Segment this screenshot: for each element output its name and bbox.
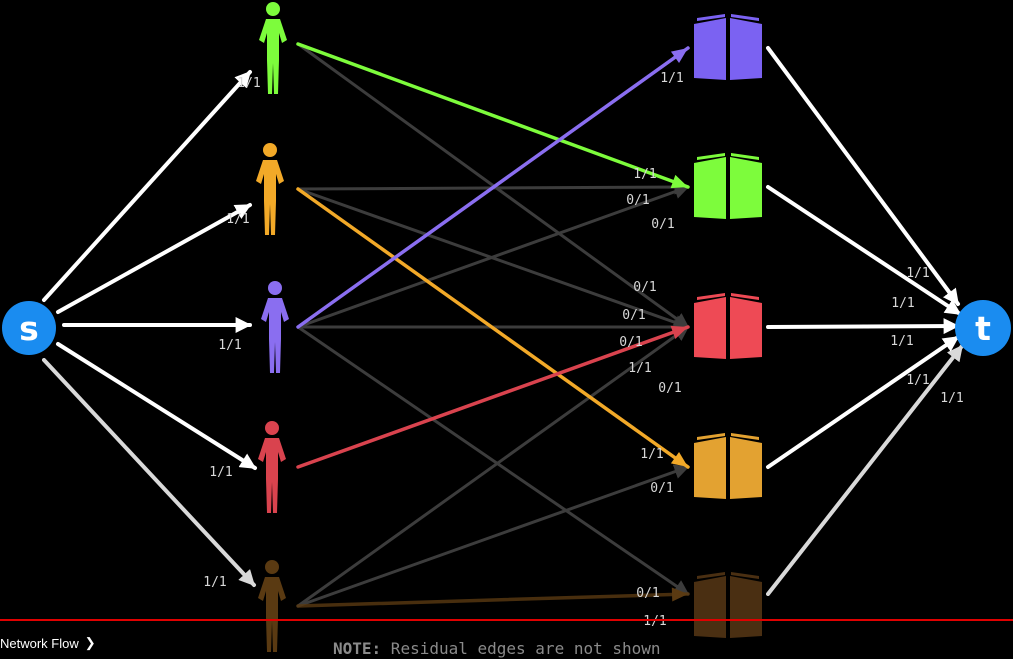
middle-edge-flow-label: 0/1 [626,193,649,208]
edge-person5-book3 [296,325,690,608]
edge-person5-book4 [296,464,690,608]
t-edge-flow-label: 1/1 [891,296,914,311]
sink-node-label: t [975,309,991,348]
open-book-icon [694,433,762,499]
open-book-icon [694,572,762,638]
t-edge-flow-label: 1/1 [940,391,963,406]
edge-person1-book2 [296,42,690,189]
edge-s-person1 [42,70,252,302]
edge-book1-t [766,46,960,306]
middle-edge-flow-label: 1/1 [628,361,651,376]
t-edge-flow-label: 1/1 [890,334,913,349]
middle-edge-flow-label: 0/1 [651,217,674,232]
edge-person3-book2 [296,184,690,329]
person-silhouette-icon [256,143,284,235]
edge-person3-book1 [296,46,690,329]
middle-edge-flow-label: 1/1 [660,71,683,86]
edge-book4-t [766,335,960,469]
edge-person5-book5 [296,592,690,608]
middle-edge-flow-label: 0/1 [619,335,642,350]
person-silhouette-icon [258,560,286,652]
breadcrumb-label: Network Flow [0,635,79,651]
open-book-icon [694,293,762,359]
s-edge-flow-label: 1/1 [218,338,241,353]
t-edge-flow-label: 1/1 [906,266,929,281]
arrowhead [670,48,688,64]
s-edge-flow-label: 1/1 [209,465,232,480]
sink-node [955,300,1011,356]
edge-person4-book3 [296,325,690,469]
open-book-icon [694,153,762,219]
arrowhead [671,587,688,602]
arrowhead [670,174,688,189]
s-edge-flow-label: 1/1 [203,575,226,590]
edge-s-person4 [56,342,257,470]
note-text: Residual edges are not shown [381,639,660,658]
source-node-label: s [19,309,39,348]
breadcrumb[interactable]: Network Flow ❯ [0,634,96,652]
edge-book5-t [766,344,964,596]
middle-edge-flow-label: 1/1 [643,614,666,629]
arrowhead [670,452,688,467]
arrowhead [670,325,688,339]
middle-edge-flow-label: 0/1 [650,481,673,496]
s-edge-flow-label: 1/1 [237,76,260,91]
chevron-right-icon: ❯ [84,635,96,650]
person-silhouette-icon [258,421,286,513]
middle-edge-flow-label: 0/1 [622,308,645,323]
edge-person3-book5 [296,325,690,596]
middle-edge-flow-label: 1/1 [633,167,656,182]
source-node [2,301,56,355]
residual-note: NOTE: Residual edges are not shown [333,639,661,658]
edge-book2-t [766,185,962,316]
middle-edge-flow-label: 0/1 [633,280,656,295]
note-bold: NOTE: [333,639,381,658]
edge-s-person2 [56,203,252,314]
video-progress-bar[interactable] [0,619,1013,621]
middle-edge-flow-label: 0/1 [658,381,681,396]
edge-s-person5 [42,358,256,587]
open-book-icon [694,14,762,80]
person-silhouette-icon [261,281,289,373]
middle-edge-flow-label: 0/1 [636,586,659,601]
s-edge-flow-label: 1/1 [226,212,249,227]
middle-edge-flow-label: 1/1 [640,447,663,462]
t-edge-flow-label: 1/1 [906,373,929,388]
edge-book3-t [766,318,960,335]
person-silhouette-icon [259,2,287,94]
edge-person2-book4 [296,187,690,469]
